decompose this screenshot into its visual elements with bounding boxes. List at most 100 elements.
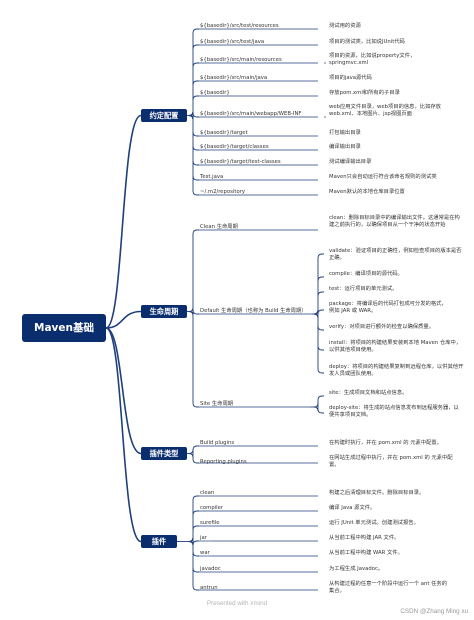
default-phase: verify：对项目进行额外的检查以确保质量。 [329, 324, 434, 330]
plugin-label[interactable]: clean [200, 490, 215, 496]
convention-bracket [192, 95, 199, 101]
site-bracket [317, 408, 324, 414]
category-convention[interactable]: 约定配置 [141, 109, 187, 122]
default-bracket [317, 253, 324, 259]
footer-watermark: Presented with xmind [206, 600, 268, 607]
site-bracket [313, 402, 319, 408]
plugin-desc: 为工程生成 Javadoc。 [329, 566, 384, 572]
convention-label[interactable]: ~/.m2/repository [200, 189, 246, 195]
plugin-type-bracket [192, 458, 199, 464]
convention-desc: Maven只会自动运行符合该命名规则的测试类 [329, 174, 437, 180]
default-bracket [313, 309, 319, 315]
convention-desc: 项目的资源，比如说property文件，springmvc.xml [329, 53, 416, 66]
plugin-desc: 从当前工程中构建 JAR 文件。 [329, 535, 400, 541]
convention-bracket [192, 62, 199, 68]
root-branch-line [105, 327, 142, 543]
plugins-bracket [192, 551, 199, 557]
plugins-bracket [192, 525, 199, 531]
convention-bracket [192, 190, 199, 196]
default-phase: install：将项目的构建结果安装到本地 Maven 仓库中，以供其他项目使用… [329, 340, 462, 353]
convention-bracket [192, 131, 199, 137]
default-bracket [317, 291, 324, 297]
plugins-bracket [188, 541, 194, 546]
lifecycle-bracket [192, 229, 199, 235]
default-phase: deploy：将项目的构建结果复制到远程仓库，以供其他开发人员或团队使用。 [329, 364, 464, 377]
plugins-bracket [192, 540, 199, 546]
category-plugin-types[interactable]: 插件类型 [141, 447, 187, 460]
plugin-type-label[interactable]: Build plugins [200, 440, 235, 446]
convention-desc: 测试用的资源 [329, 23, 361, 29]
plugin-type-desc: 在构建时执行，并在 pom.xml 的 元素中配置。 [329, 440, 443, 446]
convention-label[interactable]: ${basedir}/target/classes [200, 144, 269, 150]
convention-label[interactable]: ${basedir}/target [200, 130, 248, 136]
root-branch-line [105, 327, 142, 455]
convention-bracket [192, 175, 199, 181]
default-phase: validate：验证项目的正确性，例如检查项目的版本是否正确。 [329, 248, 462, 261]
convention-bracket [192, 80, 199, 86]
plugin-label[interactable]: surefile [200, 520, 220, 526]
plugin-type-bracket [188, 449, 194, 454]
plugin-type-bracket [188, 453, 194, 458]
convention-label[interactable]: ${basedir} [200, 90, 230, 96]
plugins-bracket [192, 567, 199, 573]
convention-desc: 测试编译输出目录 [329, 159, 372, 165]
lifecycle-clean-desc: clean：删除目标目录中的编译输出文件。这通常是在构建之前执行的，以确保项目从… [329, 215, 460, 228]
plugin-label[interactable]: jar [200, 535, 207, 541]
lifecycle-bracket [188, 307, 194, 312]
plugins-bracket [192, 510, 199, 516]
convention-desc: 项目的测试类，比如说JUnit代码 [329, 39, 405, 45]
site-bracket [317, 395, 324, 401]
lifecycle-default-label[interactable]: Default 生命周期（也称为 Build 生命周期） [200, 308, 307, 314]
convention-label[interactable]: ${basedir}/src/main/resources [200, 57, 282, 63]
convention-desc: 打包输出目录 [329, 130, 361, 136]
site-phase: site：生成项目文档和站点信息。 [329, 390, 408, 396]
convention-desc: web应用文件目录，web项目的信息，比如存放web.xml、本地图片、jsp视… [329, 104, 441, 117]
category-lifecycle[interactable]: 生命周期 [141, 305, 187, 318]
plugin-label[interactable]: compiler [200, 505, 224, 511]
convention-label[interactable]: Test.java [200, 174, 224, 180]
root-branch-line [105, 310, 142, 329]
convention-bracket [188, 115, 194, 120]
plugin-label[interactable]: javadoc [200, 566, 221, 572]
plugins-bracket [188, 537, 194, 542]
plugins-bracket [192, 495, 199, 501]
convention-desc: Maven默认的本地仓库目录位置 [329, 189, 405, 195]
convention-bracket [192, 112, 199, 118]
default-bracket [317, 345, 324, 351]
category-plugins[interactable]: 插件 [141, 535, 177, 548]
convention-label[interactable]: ${basedir}/src/main/java [200, 75, 268, 81]
site-bracket [313, 406, 319, 412]
plugins-bracket [192, 585, 199, 591]
site-phase: deploy-site：将生成的站点信息发布到远程服务器，以便共享项目文档。 [329, 405, 459, 418]
default-bracket [317, 309, 324, 315]
default-phase: package：将编译后的代码打包成可分发的格式，例如 JAR 或 WAR。 [329, 301, 447, 314]
convention-bracket [192, 145, 199, 151]
credit-watermark: CSDN @Zhang Ming xu [400, 608, 468, 615]
default-bracket [317, 368, 324, 374]
plugin-desc: 从构建过程的任意一个阶段中运行一个 ant 任务的集合。 [329, 581, 447, 594]
root-branch-line [105, 114, 142, 329]
convention-desc: 编译输出目录 [329, 144, 361, 150]
convention-bracket [188, 111, 194, 116]
plugin-label[interactable]: war [200, 550, 210, 556]
convention-bracket [192, 28, 199, 34]
lifecycle-bracket [192, 309, 199, 315]
convention-desc: 项目的java源代码 [329, 75, 372, 81]
plugin-desc: 构建之后清理目标文件。删除目标目录。 [329, 490, 425, 496]
convention-label[interactable]: ${basedir}/src/test/resources [200, 23, 279, 29]
convention-desc: 存放pom.xml和所有的子目录 [329, 90, 400, 96]
plugin-desc: 编译 Java 源文件。 [329, 505, 376, 511]
convention-label[interactable]: ${basedir}/src/main/webapp/WEB-INF [200, 111, 302, 117]
plugin-type-label[interactable]: Reporting plugins [200, 459, 247, 465]
lifecycle-clean-label[interactable]: Clean 生命周期 [200, 224, 238, 230]
plugin-type-bracket [192, 445, 199, 451]
default-bracket [317, 276, 324, 282]
convention-label[interactable]: ${basedir}/target/test-classes [200, 159, 281, 165]
plugin-desc: 运行 JUnit 单元测试。创建测试报告。 [329, 520, 419, 526]
plugin-label[interactable]: antrun [200, 585, 218, 591]
convention-label[interactable]: ${basedir}/src/test/java [200, 39, 265, 45]
lifecycle-site-label[interactable]: Site 生命周期 [200, 401, 234, 407]
root-node[interactable]: Maven基础 [22, 314, 106, 342]
plugin-type-desc: 在网站生成过程中执行，并在 pom.xml 的 元素中配置。 [329, 455, 453, 468]
